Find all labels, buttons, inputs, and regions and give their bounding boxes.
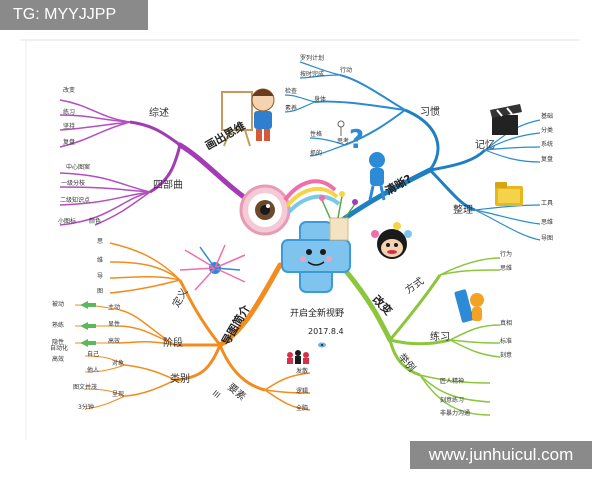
stage-item: 主动 xyxy=(108,304,121,311)
memory-item: 分类 xyxy=(541,127,554,134)
key-icon xyxy=(337,120,345,136)
summary-item: 坚持 xyxy=(63,123,76,130)
elements-item: 逻辑 xyxy=(296,388,309,395)
branch-clear-label: 清晰? xyxy=(383,171,415,197)
four-item: 中心图案 xyxy=(66,164,91,171)
definition-item: 导 xyxy=(97,273,104,280)
method-item: 思维 xyxy=(500,265,513,272)
stage-item: 隐性 xyxy=(52,339,65,346)
stage-item: 显性 xyxy=(108,321,121,328)
painter-boy-illustration xyxy=(221,88,275,147)
monkey-family-illustration xyxy=(371,222,412,259)
branch-practice-label: 练习 xyxy=(430,332,450,343)
folder-icon xyxy=(495,182,523,206)
example-item: 非暴力沟通 xyxy=(440,410,471,417)
four-item: 颜色 xyxy=(89,218,102,225)
branch-stage-label: 阶段 xyxy=(163,338,183,349)
definition-item: 思 xyxy=(97,238,104,245)
branch-elements-label: 要素 xyxy=(225,380,249,403)
definition-item: 维 xyxy=(97,257,104,264)
organize-item: 思维 xyxy=(541,219,554,226)
example-item: 匠人精神 xyxy=(440,378,465,385)
category-item: 他人 xyxy=(87,367,100,374)
category-item: 自己 xyxy=(87,351,100,358)
plus-mascot xyxy=(281,217,351,293)
category-item: 图文并茂 xyxy=(73,384,98,391)
memory-item: 系统 xyxy=(541,141,554,148)
branch-summary-label: 综述 xyxy=(149,108,169,119)
habit-item: 罗列计划 xyxy=(300,55,325,62)
habit-item: 性格 xyxy=(310,131,323,138)
stage-item: 自动化 xyxy=(50,345,69,352)
summary-item: 复盘 xyxy=(63,139,76,146)
definition-item: 图 xyxy=(97,288,104,295)
habit-item: 素养 xyxy=(285,105,298,112)
summary-item: 改变 xyxy=(63,87,76,94)
branch-organize-label: 整理 xyxy=(453,205,473,216)
eye-small-icon xyxy=(318,342,326,348)
summary-item: 练习 xyxy=(63,109,76,116)
arrow-icon xyxy=(80,339,96,347)
four-item: 一级分枝 xyxy=(61,180,86,187)
arrow-icon xyxy=(80,301,96,309)
neuron-illustration xyxy=(179,244,246,291)
branch-memory-label: 记忆 xyxy=(475,140,495,151)
stage-item: 熟练 xyxy=(52,322,65,329)
question-figure-illustration: ? xyxy=(349,125,386,201)
watermark-top: TG: MYYJJPP xyxy=(0,0,148,30)
branch-intro-label: 导图简介 xyxy=(218,302,253,348)
habit-item: 抓的 xyxy=(310,150,323,157)
branch-example-label: 举例 xyxy=(396,351,419,375)
eye-illustration xyxy=(239,179,341,236)
watermark-bottom: www.junhuicul.com xyxy=(410,441,592,469)
roman-numeral-label: III xyxy=(211,389,222,400)
pencil-figure-illustration xyxy=(454,289,484,323)
category-item: 对象 xyxy=(112,360,125,367)
practice-item: 刻意 xyxy=(500,352,513,359)
memory-item: 复盘 xyxy=(541,156,554,163)
habit-item: 行动 xyxy=(340,67,353,74)
category-item: 呈现 xyxy=(112,391,125,398)
four-item: 二级知识点 xyxy=(60,197,91,204)
flowers-decoration xyxy=(319,191,358,219)
branch-definition-label: 定义 xyxy=(169,286,190,310)
practice-item: 标准 xyxy=(500,338,513,345)
branch-method-label: 方式 xyxy=(402,274,426,296)
organize-item: 导图 xyxy=(541,235,554,242)
branch-habit-label: 习惯 xyxy=(420,107,440,118)
organize-item: 工具 xyxy=(541,200,554,207)
stage-item: 被动 xyxy=(52,301,65,308)
center-title: 开启全新视野 xyxy=(290,309,345,319)
category-item: 3分钟 xyxy=(78,404,94,411)
clapperboard-icon xyxy=(490,104,522,135)
habit-item: 身体 xyxy=(314,96,327,103)
branch-four-label: 四部曲 xyxy=(153,180,183,191)
stage-item: 高效 xyxy=(108,338,121,345)
people-icon xyxy=(287,350,309,364)
method-item: 行为 xyxy=(500,251,513,258)
branch-category-label: 类别 xyxy=(170,374,190,385)
habit-item: 思考 xyxy=(337,138,350,145)
elements-item: 全脑 xyxy=(296,405,309,412)
stage-item: 高效 xyxy=(52,356,65,363)
memory-item: 基础 xyxy=(541,113,554,120)
example-item: 刻意练习 xyxy=(440,397,465,404)
practice-item: 真相 xyxy=(500,320,513,327)
arrow-icon xyxy=(80,322,96,330)
elements-item: 发散 xyxy=(296,368,309,375)
habit-item: 检查 xyxy=(285,88,298,95)
svg-text:?: ? xyxy=(349,125,364,155)
habit-item: 按时完成 xyxy=(300,71,325,78)
center-date: 2017.8.4 xyxy=(308,327,344,336)
four-item: 小图标 xyxy=(58,218,77,225)
